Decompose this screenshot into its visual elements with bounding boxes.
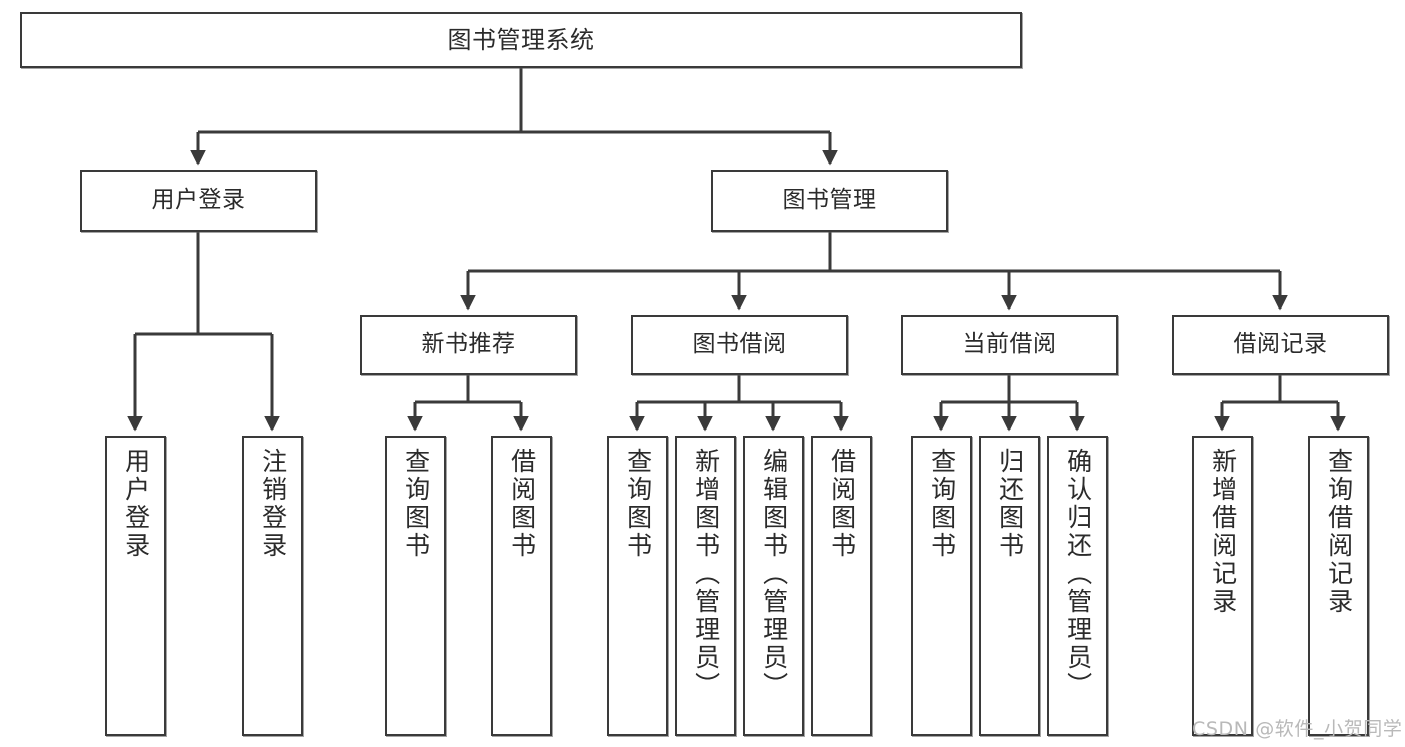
node-borrow-record[interactable]: 借阅记录	[1172, 315, 1389, 375]
node-leaf-borrow-book-2[interactable]: 借阅图书	[811, 436, 872, 736]
node-leaf-add-book[interactable]: 新增图书（管理员）	[675, 436, 736, 736]
node-leaf-edit-book-label: 编辑图书（管理员）	[759, 448, 789, 700]
node-leaf-add-book-label: 新增图书（管理员）	[691, 448, 721, 700]
node-leaf-edit-book[interactable]: 编辑图书（管理员）	[743, 436, 804, 736]
node-current-borrow-label: 当前借阅	[962, 331, 1057, 358]
node-new-book-recommend[interactable]: 新书推荐	[360, 315, 577, 375]
node-leaf-confirm-return-label: 确认归还（管理员）	[1063, 448, 1093, 700]
node-leaf-query-book-1-label: 查询图书	[401, 448, 431, 560]
node-leaf-query-book-3-label: 查询图书	[927, 448, 957, 560]
node-root[interactable]: 图书管理系统	[20, 12, 1022, 68]
node-leaf-logout-login-label: 注销登录	[258, 448, 288, 560]
node-leaf-user-login[interactable]: 用户登录	[105, 436, 166, 736]
node-borrow-record-label: 借阅记录	[1233, 331, 1328, 358]
node-new-book-recommend-label: 新书推荐	[421, 331, 516, 358]
node-leaf-query-record[interactable]: 查询借阅记录	[1308, 436, 1369, 736]
node-leaf-query-record-label: 查询借阅记录	[1324, 448, 1354, 616]
node-leaf-logout-login[interactable]: 注销登录	[242, 436, 303, 736]
csdn-watermark: CSDN @软件_小贺同学	[1192, 718, 1403, 740]
node-leaf-confirm-return[interactable]: 确认归还（管理员）	[1047, 436, 1108, 736]
node-current-borrow[interactable]: 当前借阅	[901, 315, 1118, 375]
node-user-login-label: 用户登录	[151, 187, 246, 214]
node-leaf-return-book-label: 归还图书	[995, 448, 1025, 560]
node-leaf-borrow-book-1-label: 借阅图书	[507, 448, 537, 560]
node-leaf-add-record[interactable]: 新增借阅记录	[1192, 436, 1253, 736]
node-leaf-query-book-2-label: 查询图书	[623, 448, 653, 560]
node-book-manage-label: 图书管理	[782, 187, 877, 214]
node-book-manage[interactable]: 图书管理	[711, 170, 948, 232]
node-leaf-borrow-book-2-label: 借阅图书	[827, 448, 857, 560]
node-book-borrow-label: 图书借阅	[692, 331, 787, 358]
node-leaf-return-book[interactable]: 归还图书	[979, 436, 1040, 736]
node-leaf-user-login-label: 用户登录	[121, 448, 151, 560]
node-leaf-query-book-1[interactable]: 查询图书	[385, 436, 446, 736]
node-book-borrow[interactable]: 图书借阅	[631, 315, 848, 375]
node-leaf-query-book-3[interactable]: 查询图书	[911, 436, 972, 736]
node-leaf-add-record-label: 新增借阅记录	[1208, 448, 1238, 616]
node-user-login[interactable]: 用户登录	[80, 170, 317, 232]
node-root-label: 图书管理系统	[447, 25, 595, 54]
node-leaf-borrow-book-1[interactable]: 借阅图书	[491, 436, 552, 736]
node-leaf-query-book-2[interactable]: 查询图书	[607, 436, 668, 736]
